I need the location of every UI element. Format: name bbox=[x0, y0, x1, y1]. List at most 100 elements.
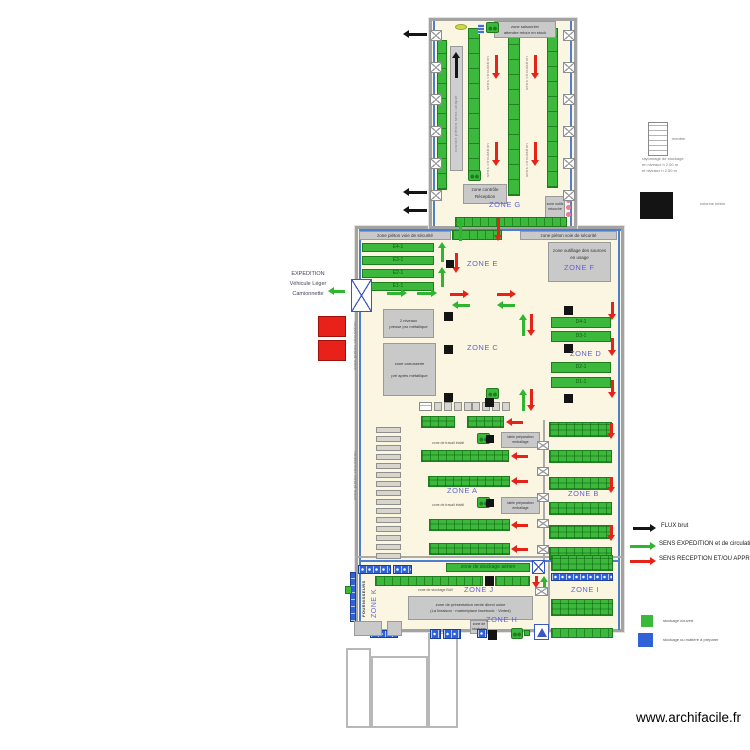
reception-arrow bbox=[450, 289, 469, 298]
window-icon bbox=[537, 493, 549, 502]
bodywork-box: zone carrosserie pré après métallique bbox=[383, 343, 436, 396]
supplier-strip bbox=[350, 572, 356, 622]
zone-label-a: ZONE A bbox=[447, 486, 478, 495]
expedition-arrow bbox=[456, 218, 465, 241]
pedestrian-strip: zone piéton voie de sécurité bbox=[359, 231, 451, 240]
shelf-bay bbox=[376, 544, 401, 550]
rack-row bbox=[421, 416, 455, 428]
rack-bar: E2-1 bbox=[362, 269, 434, 278]
shelf-bay bbox=[376, 427, 401, 433]
rack-row bbox=[549, 422, 612, 437]
wall-blue-line bbox=[433, 21, 435, 226]
zone-label-b: ZONE B bbox=[568, 489, 599, 498]
rack-symbol-icon bbox=[648, 122, 668, 156]
wall-blue-line bbox=[618, 231, 620, 630]
reception-arrow bbox=[492, 142, 501, 166]
rack bbox=[468, 28, 480, 175]
rack-row bbox=[551, 628, 613, 638]
shelf-bay bbox=[376, 445, 401, 451]
window-icon bbox=[537, 519, 549, 528]
flow-label: sens circulation bbox=[485, 56, 490, 90]
pillar-symbol bbox=[640, 192, 673, 219]
shelf-bay bbox=[376, 508, 401, 514]
pallet-icon bbox=[345, 586, 352, 594]
rack-row bbox=[455, 217, 567, 227]
workbench bbox=[444, 402, 452, 411]
reception-arrow bbox=[531, 55, 540, 79]
window-icon bbox=[430, 158, 442, 169]
wall-label: zone piéton circulation bbox=[352, 320, 357, 370]
truck bbox=[318, 316, 346, 337]
flux-arrow bbox=[403, 30, 427, 39]
shelf-bay bbox=[376, 526, 401, 532]
blue-square-label: stockage ou matière à préparer bbox=[663, 637, 719, 642]
workbench bbox=[502, 402, 510, 411]
annex-right bbox=[428, 632, 458, 728]
work-label: zone de travail établi bbox=[432, 441, 465, 445]
reception-arrow bbox=[492, 55, 501, 79]
flux-arrow bbox=[403, 206, 427, 215]
rack-bar: D1-1 bbox=[551, 377, 611, 388]
rack-row bbox=[429, 519, 510, 531]
dock-row bbox=[430, 629, 441, 639]
mezzanine-box: 2 niveaux presse pro métallique bbox=[383, 309, 434, 338]
pillar bbox=[488, 630, 497, 640]
dock-row bbox=[477, 629, 487, 638]
reception-arrow bbox=[531, 142, 540, 166]
pallet-stack-icon bbox=[478, 24, 484, 34]
marker-dot bbox=[566, 205, 571, 210]
rack-bar: D2-1 bbox=[551, 362, 611, 373]
flux-arrow bbox=[403, 188, 427, 197]
storage-caption: zone de stockage BAV bbox=[418, 588, 454, 592]
work-label: zone de travail établi bbox=[432, 503, 465, 507]
rack-row bbox=[549, 525, 612, 539]
pillar bbox=[564, 344, 573, 353]
inner-wall bbox=[355, 556, 624, 558]
shelf-bay bbox=[376, 472, 401, 478]
dock-row bbox=[393, 565, 412, 574]
zone-label-k: ZONE K bbox=[371, 588, 378, 618]
zone-label-j: ZONE J bbox=[464, 585, 494, 594]
reception-arrow bbox=[526, 314, 535, 336]
expedition-label: SENS EXPEDITION et de circulation bbox=[659, 541, 750, 547]
pillar bbox=[564, 394, 573, 403]
shelf-bay bbox=[376, 553, 401, 559]
rack-caption: rayonnage de stockage en niveaux h 2,00 … bbox=[642, 156, 684, 173]
expedition-label: EXPEDITION bbox=[291, 271, 325, 277]
window-icon bbox=[563, 190, 575, 201]
window-icon bbox=[537, 441, 549, 450]
workbench bbox=[434, 402, 442, 411]
flow-label: sens circulation bbox=[485, 143, 490, 177]
green-square-icon bbox=[641, 615, 653, 627]
reception-arrow bbox=[607, 380, 616, 398]
rack-bar: E4-1 bbox=[362, 243, 434, 252]
pillar bbox=[564, 306, 573, 315]
packing-box: table préparation emballage bbox=[501, 497, 540, 514]
dock-row bbox=[358, 565, 391, 574]
tooling-box: zone outillage des sources en usage bbox=[548, 242, 611, 282]
door-icon bbox=[532, 560, 545, 574]
zone-label-c: ZONE C bbox=[467, 343, 499, 352]
pillar bbox=[444, 312, 453, 321]
window-icon bbox=[563, 30, 575, 41]
pillar bbox=[485, 576, 494, 586]
pillar bbox=[486, 435, 494, 443]
corridor-label: couloir piéton sens unique bbox=[453, 95, 458, 153]
pallet-icon bbox=[524, 630, 530, 636]
pillar-label: colonne béton bbox=[700, 201, 726, 206]
expedition-arrow bbox=[387, 288, 407, 297]
pillar bbox=[446, 260, 454, 268]
rack-bar: D4-1 bbox=[551, 317, 611, 328]
reception-arrow bbox=[511, 476, 528, 485]
stair-box bbox=[387, 621, 402, 636]
reception-arrow bbox=[511, 520, 528, 529]
corridor bbox=[450, 46, 463, 171]
window-icon bbox=[430, 30, 442, 41]
expedition-arrow bbox=[438, 242, 447, 262]
reception-arrow bbox=[511, 451, 528, 460]
flow-label: sens circulation bbox=[524, 56, 529, 90]
seasonal-box: zone saisonnier attendre retour en stock bbox=[494, 21, 556, 38]
reception-control-box: zone contrôle Réception bbox=[463, 184, 507, 204]
rack-row bbox=[551, 599, 613, 616]
window-icon bbox=[537, 545, 549, 554]
